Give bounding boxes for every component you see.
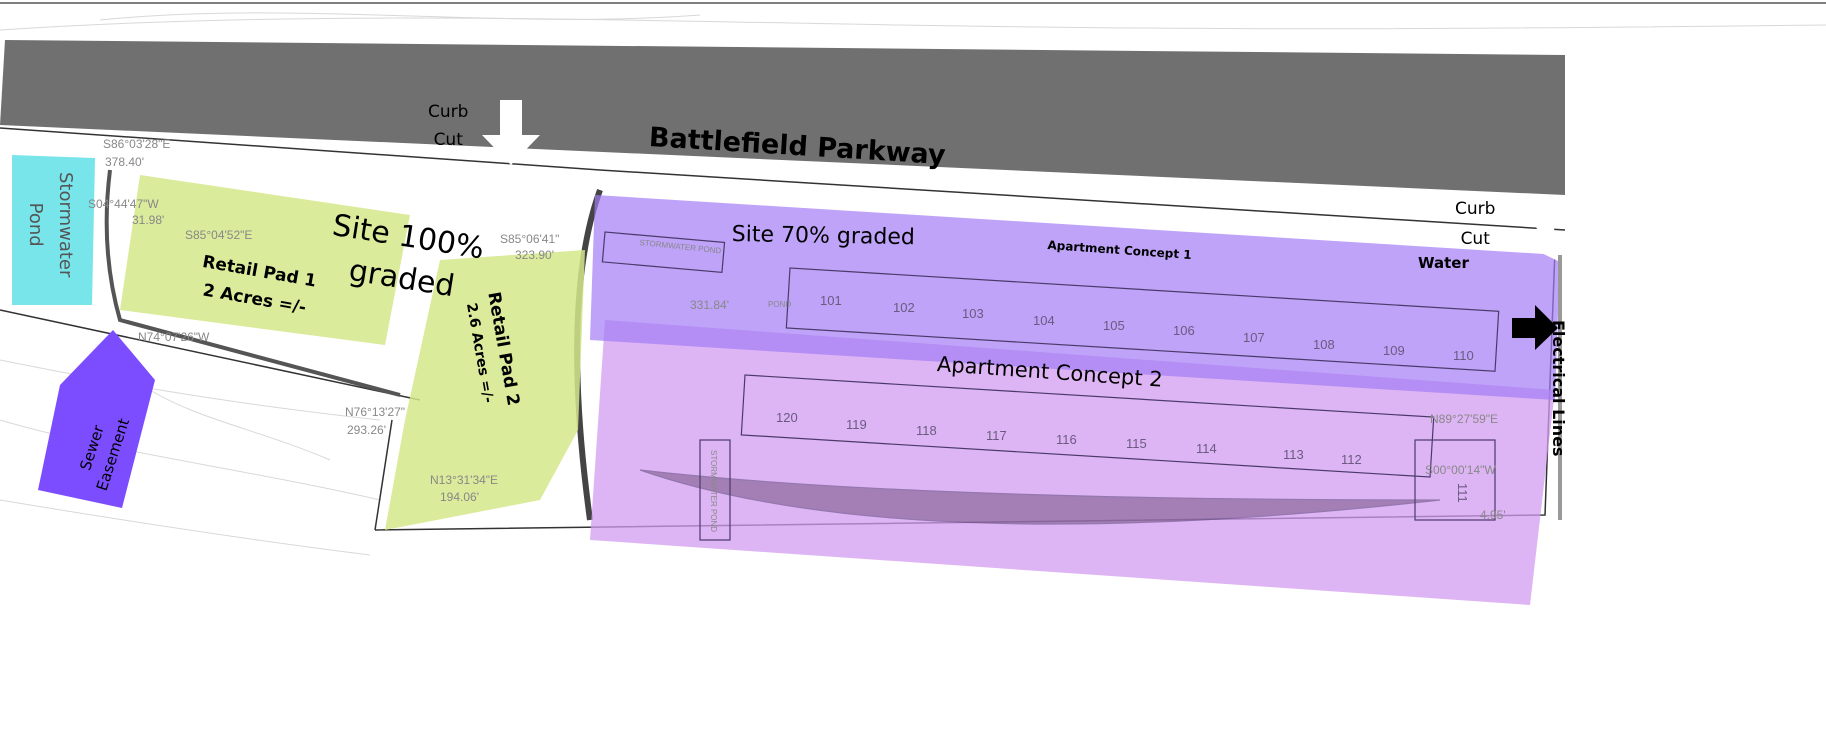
- bearing-label: 293.26': [347, 423, 386, 437]
- retail-pad-2-area: [385, 250, 585, 530]
- building-label: 112: [1341, 452, 1362, 467]
- stormwater-pond-label: Stormwater Pond: [20, 172, 80, 277]
- bearing-label: S85°06'41": [500, 232, 560, 246]
- bearing-label: 378.40': [105, 155, 144, 169]
- bearing-label: S04°44'47"W: [88, 197, 159, 211]
- stormwater-pond-area: [12, 155, 95, 305]
- apartment-concept-1-area: [590, 195, 1560, 400]
- battlefield-parkway-road: [0, 40, 1565, 195]
- bearing-label: 31.98': [132, 213, 165, 227]
- building-label: 109: [1383, 343, 1405, 358]
- water-label: Water: [1418, 254, 1469, 272]
- building-label: 103: [962, 306, 984, 321]
- bearing-label: S86°03'28"E: [103, 137, 171, 151]
- building-label: 120: [776, 410, 798, 425]
- building-label: 111: [1455, 483, 1470, 503]
- building-label: 106: [1173, 323, 1195, 338]
- curb-cut-line1: Curb: [1455, 199, 1496, 219]
- plan-pond-label: STORMWATER POND: [709, 450, 718, 533]
- stormwater-pond-line2: Pond: [25, 202, 46, 247]
- apartment-concept-2-area: [590, 320, 1555, 605]
- electrical-lines-label: Electrical Lines: [1549, 320, 1568, 457]
- building-label: 105: [1103, 318, 1125, 333]
- bearing-label: N76°13'27": [345, 405, 406, 419]
- building-label: 117: [986, 428, 1007, 443]
- curb-cut-arrow-icon: [1525, 200, 1570, 262]
- building-label: 113: [1283, 447, 1304, 462]
- bearing-label: 331.84': [690, 298, 729, 312]
- bearing-label: 4.95': [1480, 508, 1506, 522]
- building-label: 116: [1056, 432, 1077, 447]
- stormwater-pond-line1: Stormwater: [55, 172, 76, 278]
- building-label: 114: [1196, 441, 1217, 456]
- bearing-label: 194.06': [440, 490, 479, 504]
- curb-cut-line1: Curb: [428, 102, 469, 122]
- bearing-label: N13°31'34"E: [430, 473, 499, 487]
- building-label: 108: [1313, 337, 1335, 352]
- plan-pond-label: POND: [768, 300, 792, 309]
- retail-pad-1-area: [120, 175, 410, 345]
- bearing-label: N89°27'59"E: [1430, 412, 1499, 426]
- building-label: 110: [1453, 348, 1474, 363]
- building-label: 104: [1033, 313, 1055, 328]
- curb-cut-line2: Cut: [433, 130, 463, 150]
- building-label: 115: [1126, 436, 1147, 451]
- building-label: 102: [893, 300, 915, 315]
- bearing-label: S00°00'14"W: [1425, 463, 1496, 477]
- building-label: 101: [820, 293, 842, 308]
- contour-background: [0, 12, 1826, 556]
- water-arrow-icon: [1512, 305, 1558, 350]
- bearing-label: S85°04'52"E: [185, 228, 253, 242]
- building-label: 118: [916, 423, 937, 438]
- curb-cut-arrow-icon: [482, 100, 540, 165]
- bearing-label: N74°07'26"W: [138, 330, 210, 344]
- sewer-easement-arrow: [38, 330, 155, 508]
- curb-cut-line2: Cut: [1460, 229, 1490, 249]
- building-label: 107: [1243, 330, 1265, 345]
- site-70-graded-label: Site 70% graded: [731, 222, 916, 251]
- building-label: 119: [846, 417, 867, 432]
- building-outlines: [601, 231, 1500, 541]
- bearing-label: 323.90': [515, 248, 554, 262]
